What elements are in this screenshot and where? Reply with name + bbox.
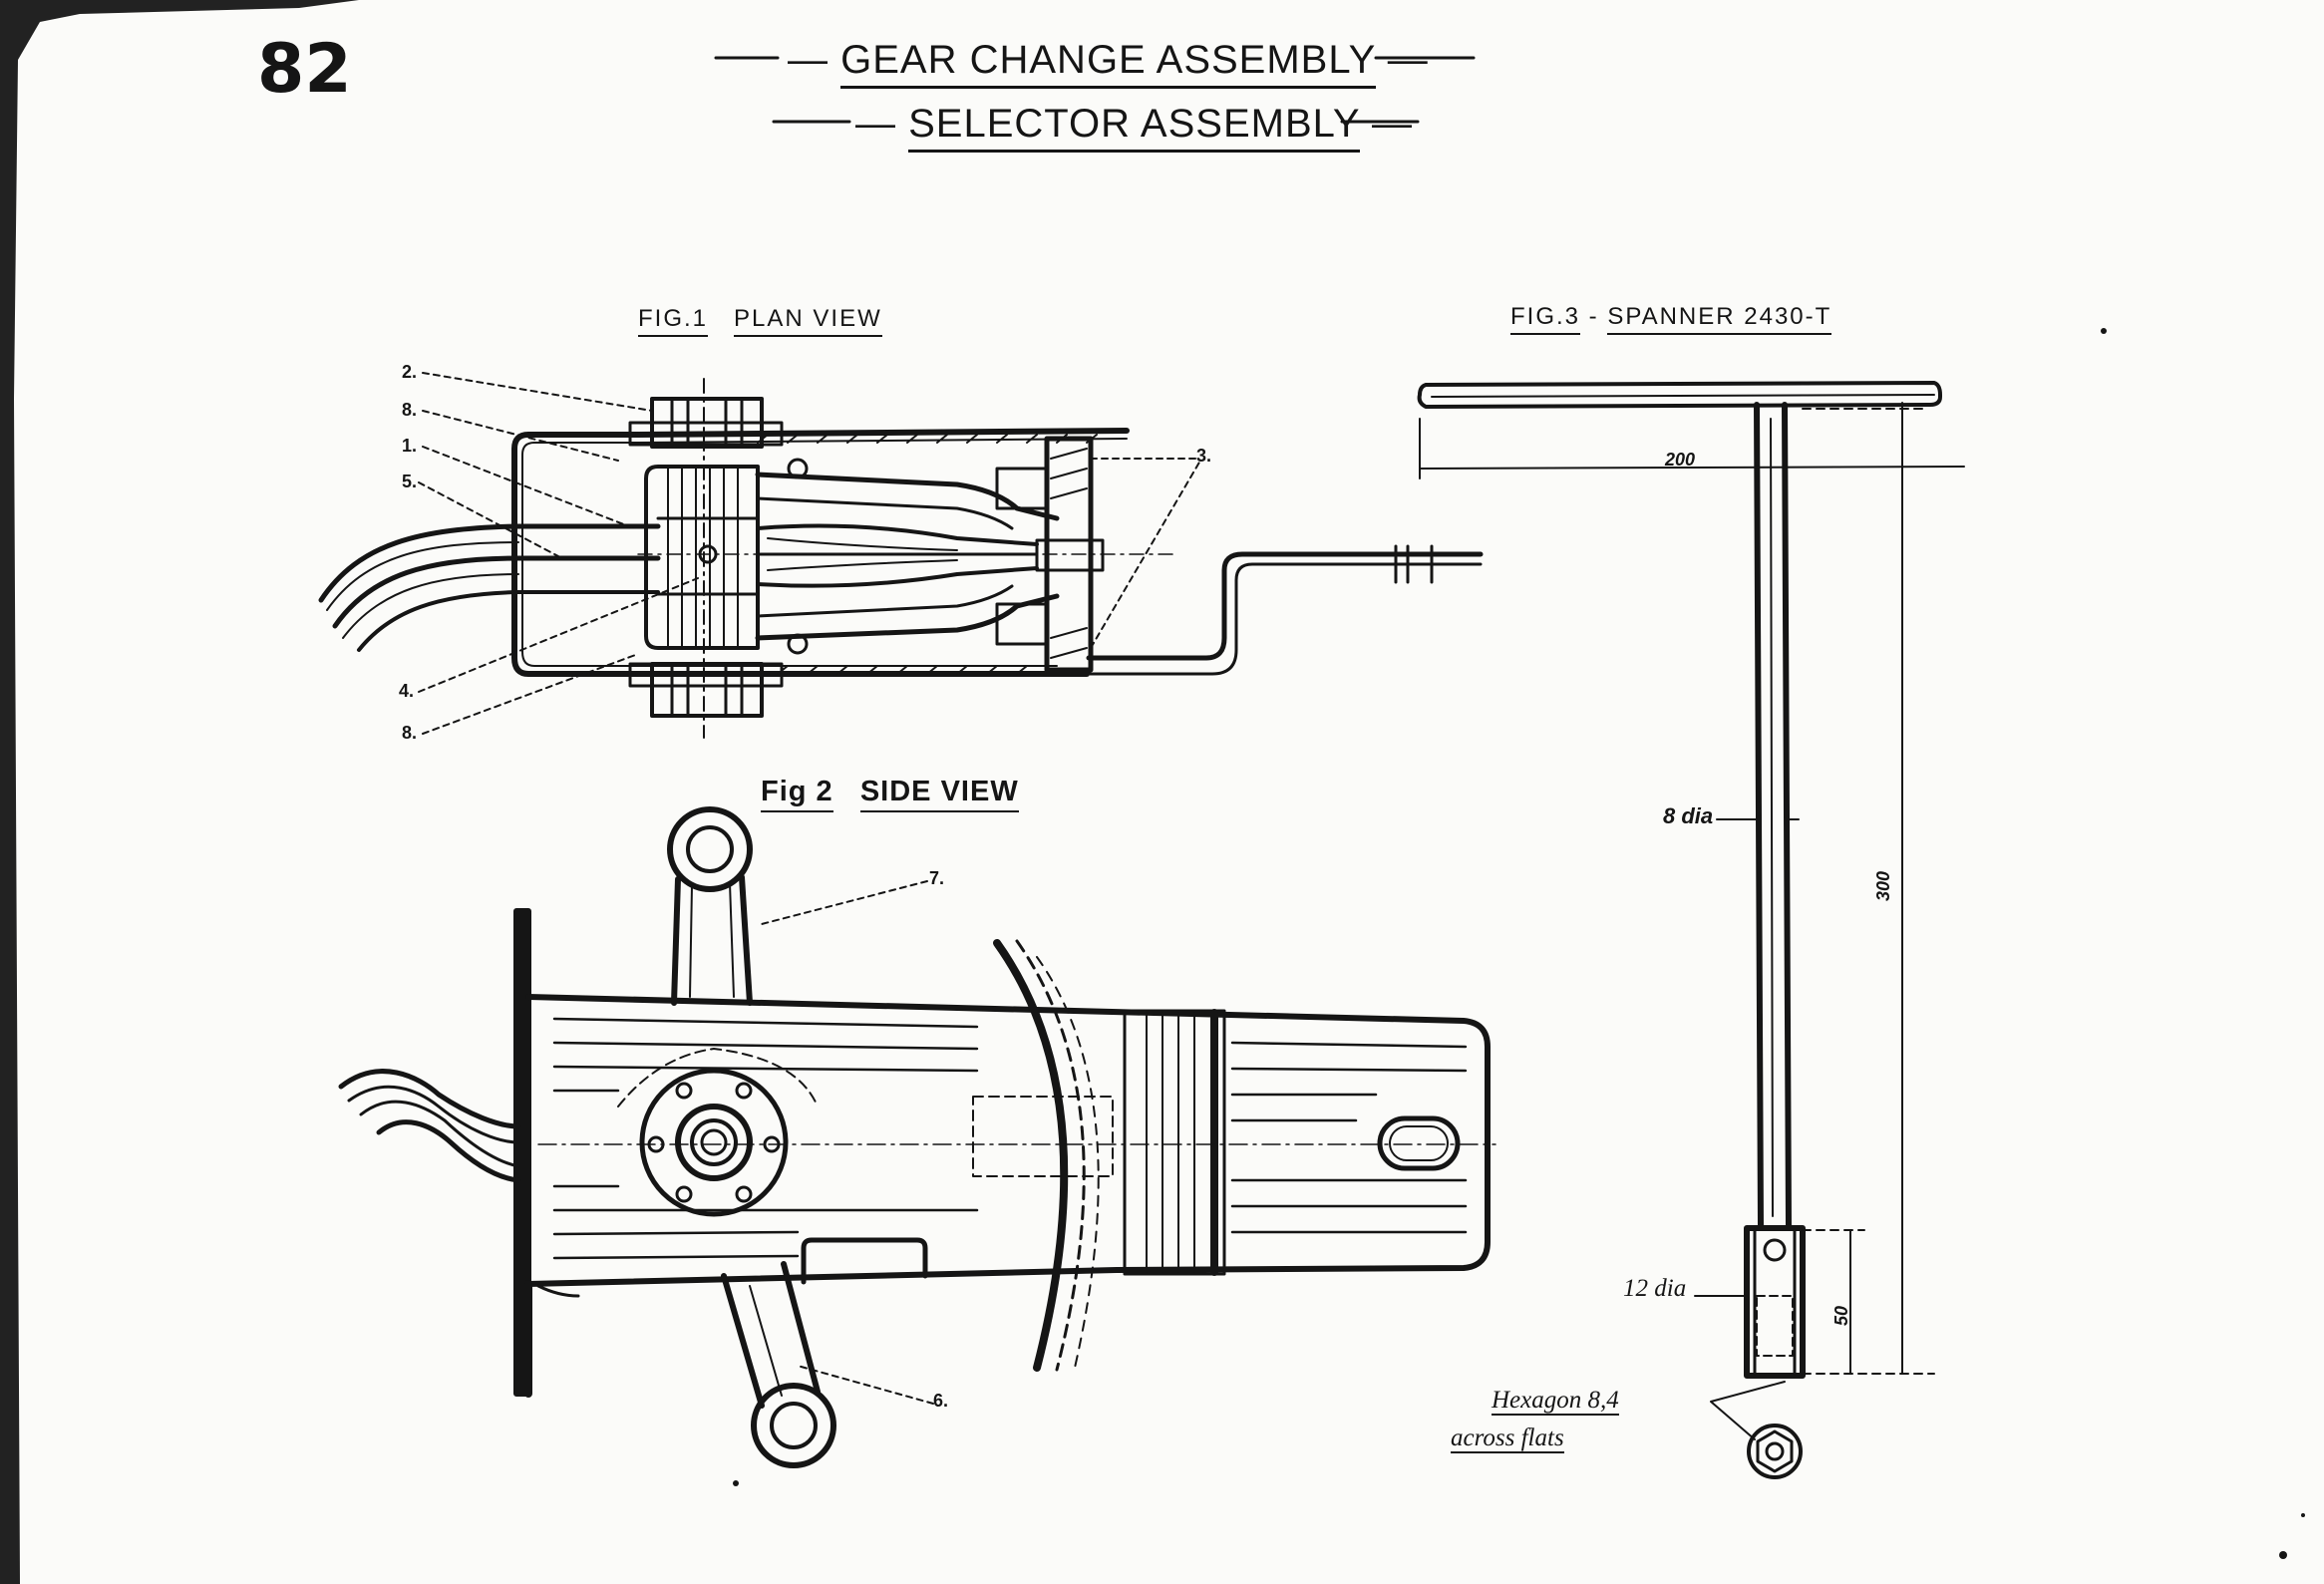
fig1-caption: FIG.1 PLAN VIEW bbox=[638, 305, 882, 337]
callout-fig1-2: 2. bbox=[402, 362, 418, 382]
page-title: — GEAR CHANGE ASSEMBLY — bbox=[788, 38, 1429, 89]
scan-edge-shadow bbox=[0, 0, 359, 1584]
callout-fig1-8-top: 8. bbox=[402, 400, 418, 420]
fig1-title: PLAN VIEW bbox=[734, 305, 882, 337]
fig2-caption: Fig 2 SIDE VIEW bbox=[761, 776, 1019, 812]
fig1-plan-view bbox=[318, 372, 1484, 739]
callout-fig1-3: 3. bbox=[1196, 446, 1212, 466]
fig3-spanner bbox=[1417, 381, 1965, 1479]
callout-fig1-5: 5. bbox=[402, 472, 418, 491]
callout-fig1-8-bottom: 8. bbox=[402, 723, 418, 743]
dimension-shaft-diameter: 8 dia bbox=[1663, 803, 1714, 828]
page-number: 82 bbox=[257, 30, 352, 109]
fig3-title: SPANNER 2430-T bbox=[1607, 303, 1832, 335]
fig2-label: Fig 2 bbox=[761, 776, 833, 812]
dimension-width: 200 bbox=[1665, 450, 1696, 470]
page-subtitle: — SELECTOR ASSEMBLY — bbox=[855, 102, 1413, 153]
title-rule-right: — bbox=[1387, 38, 1429, 82]
scan-specks bbox=[733, 328, 2305, 1559]
callout-fig2-6: 6. bbox=[933, 1391, 949, 1411]
callout-fig1-1: 1. bbox=[402, 436, 418, 456]
fig3-caption: FIG.3 - SPANNER 2430-T bbox=[1510, 303, 1832, 335]
title-rule-left: — bbox=[788, 38, 829, 82]
subtitle-rule-right: — bbox=[1372, 102, 1413, 146]
hexagon-note-line1: Hexagon 8,4 bbox=[1492, 1387, 1619, 1416]
callout-fig1-4: 4. bbox=[399, 681, 415, 701]
fig1-label: FIG.1 bbox=[638, 305, 709, 337]
subtitle-rule-left: — bbox=[855, 102, 896, 146]
hexagon-note-flats: across flats bbox=[1451, 1425, 1564, 1453]
callout-fig2-7: 7. bbox=[929, 868, 945, 888]
dimension-socket-diameter: 12 dia bbox=[1623, 1275, 1687, 1302]
header-rules bbox=[714, 56, 1476, 124]
hexagon-note-text: Hexagon 8,4 bbox=[1492, 1387, 1619, 1416]
fig2-side-view bbox=[338, 806, 1496, 1468]
subtitle-text: SELECTOR ASSEMBLY bbox=[908, 102, 1360, 153]
fig3-label: FIG.3 bbox=[1510, 303, 1581, 335]
fig2-title: SIDE VIEW bbox=[859, 776, 1019, 812]
hexagon-note-line2: across flats bbox=[1451, 1425, 1564, 1453]
title-text: GEAR CHANGE ASSEMBLY bbox=[840, 38, 1376, 89]
